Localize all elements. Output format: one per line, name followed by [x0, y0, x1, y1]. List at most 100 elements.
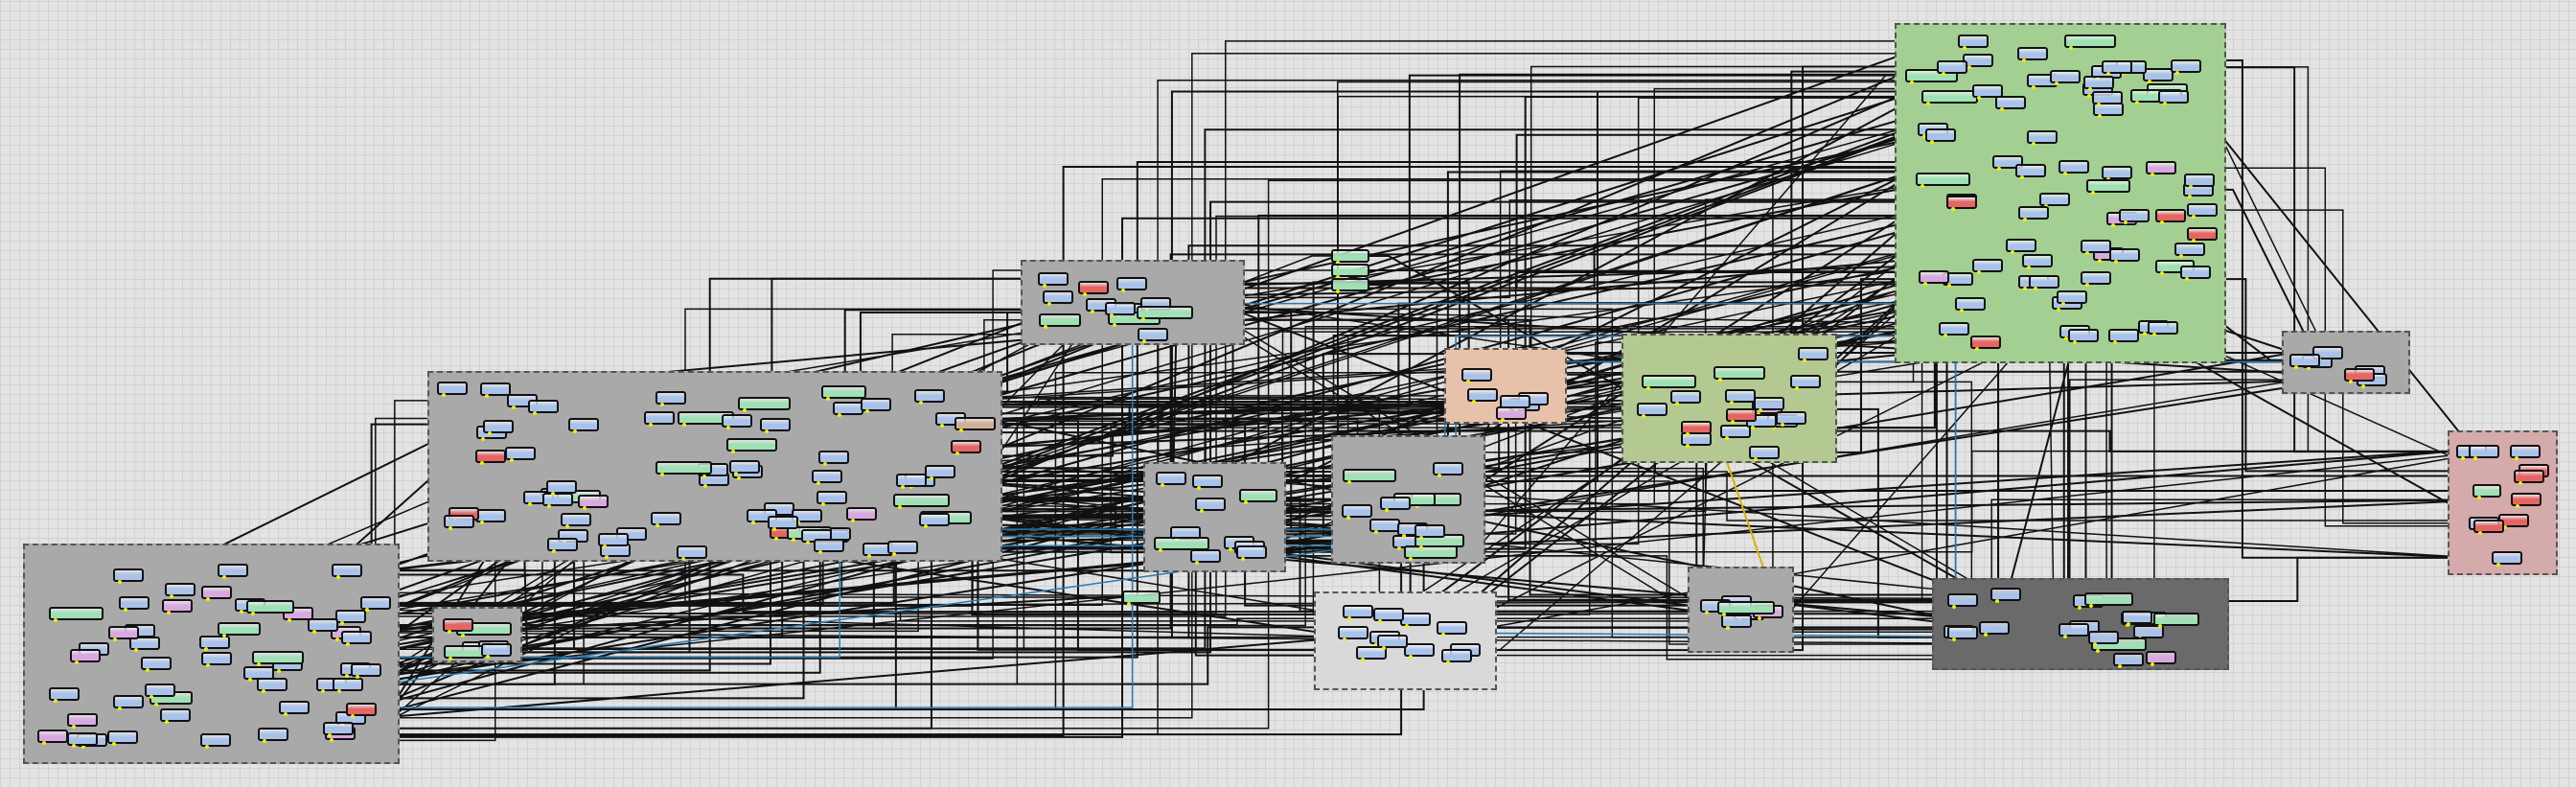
node-blue-graph-node[interactable] — [160, 708, 192, 725]
node-blue-graph-node[interactable] — [479, 382, 511, 398]
node-blue-graph-node[interactable] — [561, 513, 592, 529]
node-blue-graph-node[interactable] — [1719, 424, 1751, 440]
node-blue-graph-node[interactable] — [2088, 630, 2120, 646]
node-green-graph-node[interactable] — [893, 493, 950, 509]
node-blue-graph-node[interactable] — [597, 533, 629, 549]
node-blue-graph-node[interactable] — [2018, 206, 2050, 222]
node-blue-graph-node[interactable] — [818, 451, 850, 467]
node-blue-graph-node[interactable] — [644, 411, 676, 428]
node-green-graph-node[interactable] — [1342, 469, 1397, 485]
node-green-graph-node[interactable] — [678, 411, 735, 428]
node-blue-graph-node[interactable] — [547, 537, 579, 553]
node-green-graph-node[interactable] — [1916, 172, 1970, 188]
node-purple-graph-node[interactable] — [162, 598, 194, 614]
node-blue-graph-node[interactable] — [1749, 445, 1780, 461]
connection-wire[interactable] — [1432, 467, 1974, 633]
node-blue-graph-node[interactable] — [1441, 648, 1473, 664]
node-blue-graph-node[interactable] — [913, 389, 945, 406]
node-blue-graph-node[interactable] — [1341, 504, 1372, 521]
node-red-graph-node[interactable] — [1726, 407, 1758, 424]
node-green-graph-node[interactable] — [1039, 313, 1081, 329]
node-blue-graph-node[interactable] — [1972, 258, 2004, 274]
node-blue-graph-node[interactable] — [1192, 474, 1224, 490]
node-blue-graph-node[interactable] — [655, 390, 686, 406]
node-green-graph-node[interactable] — [1714, 365, 1765, 382]
node-blue-graph-node[interactable] — [1946, 626, 1978, 642]
node-blue-graph-node[interactable] — [2017, 46, 2049, 62]
node-blue-graph-node[interactable] — [307, 617, 338, 634]
connection-wire[interactable] — [462, 128, 1948, 650]
node-blue-graph-node[interactable] — [2289, 353, 2321, 369]
node-blue-graph-node[interactable] — [650, 512, 681, 527]
node-blue-graph-node[interactable] — [198, 635, 230, 651]
node-blue-graph-node[interactable] — [1460, 367, 1492, 383]
connection-wire[interactable] — [322, 179, 2215, 730]
node-blue-graph-node[interactable] — [1138, 327, 1169, 343]
connection-wire[interactable] — [444, 200, 1977, 654]
node-green-graph-node[interactable] — [725, 438, 777, 454]
node-blue-graph-node[interactable] — [2101, 165, 2132, 181]
node-blue-graph-node[interactable] — [200, 733, 231, 750]
node-blue-graph-node[interactable] — [243, 665, 275, 682]
node-blue-graph-node[interactable] — [140, 657, 172, 673]
connection-wire[interactable] — [341, 90, 2003, 638]
node-blue-graph-node[interactable] — [341, 630, 373, 646]
connection-wire[interactable] — [279, 302, 1986, 708]
node-blue-graph-node[interactable] — [1376, 635, 1408, 651]
node-red-graph-node[interactable] — [346, 703, 378, 719]
node-blue-graph-node[interactable] — [2058, 159, 2089, 175]
node-blue-graph-node[interactable] — [1437, 621, 1468, 637]
node-blue-graph-node[interactable] — [201, 652, 233, 667]
node-blue-graph-node[interactable] — [483, 419, 515, 435]
node-blue-graph-node[interactable] — [861, 398, 892, 414]
node-green-graph-node[interactable] — [1154, 537, 1209, 553]
node-blue-graph-node[interactable] — [896, 474, 928, 490]
node-red-graph-node[interactable] — [2511, 493, 2542, 509]
node-green-graph-node[interactable] — [1331, 249, 1369, 265]
node-blue-graph-node[interactable] — [1775, 411, 1806, 428]
node-blue-graph-node[interactable] — [48, 686, 80, 703]
node-blue-graph-node[interactable] — [334, 610, 366, 625]
node-purple-graph-node[interactable] — [1496, 406, 1528, 423]
node-red-graph-node[interactable] — [2344, 368, 2376, 384]
node-blue-graph-node[interactable] — [2081, 270, 2112, 287]
node-green-graph-node[interactable] — [1641, 375, 1696, 391]
node-blue-graph-node[interactable] — [768, 515, 799, 531]
connection-wire[interactable] — [1441, 498, 2542, 657]
node-blue-graph-node[interactable] — [2091, 91, 2123, 107]
node-red-graph-node[interactable] — [1970, 336, 2002, 352]
connection-wire[interactable] — [107, 217, 2137, 738]
node-purple-graph-node[interactable] — [846, 507, 878, 523]
node-blue-graph-node[interactable] — [2108, 328, 2140, 344]
node-blue-graph-node[interactable] — [2108, 247, 2140, 264]
node-blue-graph-node[interactable] — [1343, 605, 1374, 621]
node-blue-graph-node[interactable] — [545, 480, 577, 497]
node-blue-graph-node[interactable] — [112, 695, 144, 711]
node-green-graph-node[interactable] — [245, 599, 294, 615]
node-blue-graph-node[interactable] — [1042, 290, 1073, 307]
node-blue-graph-node[interactable] — [144, 683, 175, 699]
node-blue-graph-node[interactable] — [1432, 461, 1463, 477]
node-green-graph-node[interactable] — [2153, 613, 2199, 629]
node-blue-graph-node[interactable] — [1195, 497, 1227, 513]
node-blue-graph-node[interactable] — [816, 491, 848, 507]
node-blue-graph-node[interactable] — [527, 400, 559, 416]
node-blue-graph-node[interactable] — [728, 460, 760, 476]
node-blue-graph-node[interactable] — [1236, 545, 1268, 562]
node-blue-graph-node[interactable] — [1754, 397, 1785, 413]
node-blue-graph-node[interactable] — [1372, 608, 1404, 624]
node-green-graph-node[interactable] — [738, 397, 791, 413]
node-blue-graph-node[interactable] — [1466, 388, 1498, 405]
node-blue-graph-node[interactable] — [886, 540, 918, 556]
node-green-graph-node[interactable] — [2083, 591, 2133, 608]
node-blue-graph-node[interactable] — [722, 414, 752, 430]
node-blue-graph-node[interactable] — [2113, 652, 2145, 668]
node-green-graph-node[interactable] — [2086, 179, 2130, 196]
node-blue-graph-node[interactable] — [437, 382, 469, 398]
node-blue-graph-node[interactable] — [443, 515, 474, 531]
node-blue-graph-node[interactable] — [504, 446, 536, 462]
node-red-graph-node[interactable] — [1681, 421, 1713, 437]
node-blue-graph-node[interactable] — [1380, 496, 1412, 512]
node-green-graph-node[interactable] — [1122, 591, 1161, 606]
